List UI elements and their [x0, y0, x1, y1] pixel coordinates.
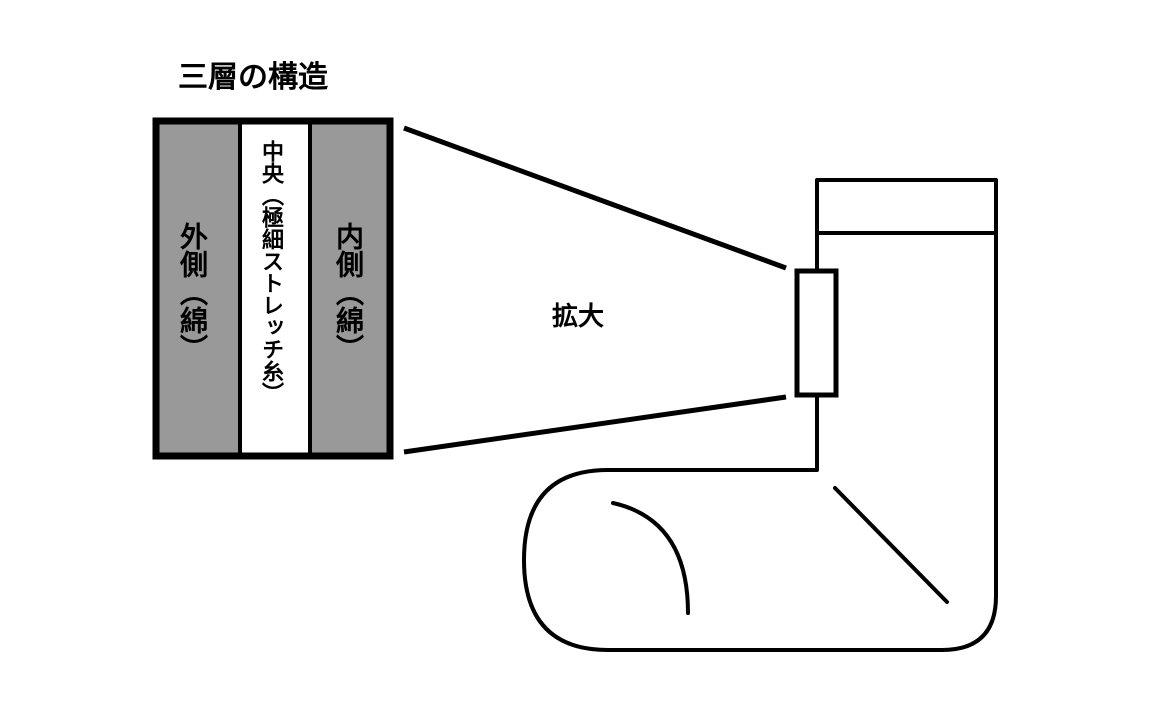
zoom-line-bottom	[403, 394, 787, 455]
cross-section-frame	[152, 117, 394, 460]
layer-cross-section	[152, 117, 394, 460]
zoom-area-box	[794, 268, 839, 398]
middle-layer	[240, 121, 310, 456]
zoom-line-top	[403, 125, 787, 271]
inner-layer	[310, 121, 390, 456]
sock-outline	[522, 178, 998, 652]
sock-toe-curve	[611, 501, 690, 615]
zoom-label: 拡大	[552, 302, 605, 332]
sock-illustration	[522, 178, 998, 652]
sock-heel-line	[833, 486, 949, 604]
diagram-title: 三層の構造	[178, 60, 328, 95]
outer-layer	[156, 121, 240, 456]
middle-layer-label: 中央（極細ストレッチ糸）	[258, 140, 283, 404]
inner-layer-label: 内側（綿）	[332, 222, 365, 362]
outer-layer-label: 外側（綿）	[176, 222, 209, 362]
